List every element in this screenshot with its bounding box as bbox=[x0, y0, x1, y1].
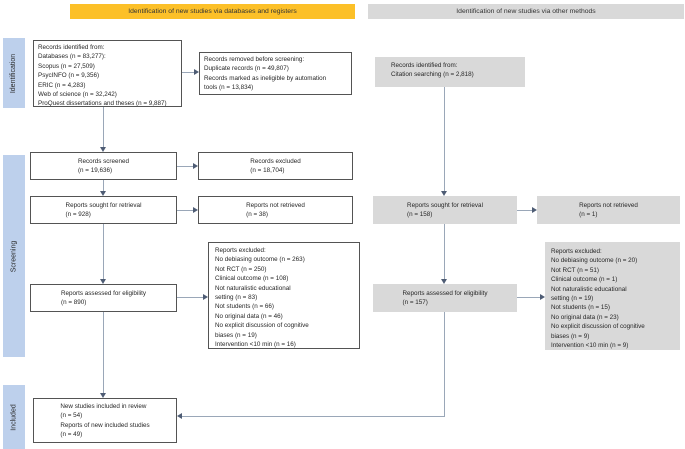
stage-included: Included bbox=[3, 385, 25, 449]
box-reports-excluded-other: Reports excluded: No debiasing outcome (… bbox=[545, 242, 680, 350]
banner-databases-label: Identification of new studies via databa… bbox=[128, 8, 297, 15]
arrowhead bbox=[100, 393, 106, 398]
box-records-excluded: Records excluded (n = 18,704) bbox=[198, 152, 353, 180]
arrowhead bbox=[100, 147, 106, 152]
connector-citation-to-sought bbox=[444, 87, 445, 191]
box-reports-assessed-databases: Reports assessed for eligibility (n = 89… bbox=[30, 284, 177, 312]
arrowhead bbox=[540, 294, 545, 300]
connector-identified-to-removed bbox=[182, 72, 195, 73]
stage-identification-label: Identification bbox=[10, 53, 18, 93]
arrowhead bbox=[203, 294, 208, 300]
box-records-removed: Records removed before screening: Duplic… bbox=[199, 52, 352, 95]
connector-sought-to-assessed-other bbox=[444, 224, 445, 279]
banner-other-methods: Identification of new studies via other … bbox=[368, 4, 684, 19]
arrowhead bbox=[177, 413, 182, 419]
connector-sought-to-assessed bbox=[103, 224, 104, 279]
box-citation-identified: Records identified from: Citation search… bbox=[375, 57, 525, 87]
records-screened-text: Records screened (n = 19,636) bbox=[77, 157, 130, 174]
connector-assessed-other-to-excluded bbox=[517, 297, 541, 298]
connector-assessed-to-excluded bbox=[177, 297, 204, 298]
arrowhead bbox=[193, 163, 198, 169]
reports-sought-other-text: Reports sought for retrieval (n = 158) bbox=[407, 201, 483, 218]
banner-databases-registers: Identification of new studies via databa… bbox=[70, 4, 355, 19]
reports-excluded-databases-text: Reports excluded: No debiasing outcome (… bbox=[215, 247, 309, 349]
stage-screening: Screening bbox=[3, 155, 25, 357]
box-reports-not-retrieved-other: Reports not retrieved (n = 1) bbox=[537, 196, 680, 224]
box-new-studies-included: New studies included in review (n = 54) … bbox=[33, 398, 177, 443]
records-identified-text: Records identified from: Databases (n = … bbox=[38, 44, 167, 107]
box-reports-not-retrieved-databases: Reports not retrieved (n = 38) bbox=[198, 196, 353, 224]
banner-other-methods-label: Identification of new studies via other … bbox=[456, 8, 596, 15]
connector-assessed-other-down bbox=[444, 312, 445, 417]
arrowhead bbox=[193, 207, 198, 213]
box-records-identified: Records identified from: Databases (n = … bbox=[33, 40, 182, 107]
connector-assessed-to-included bbox=[103, 312, 104, 393]
arrowhead bbox=[100, 191, 106, 196]
reports-sought-databases-text: Reports sought for retrieval (n = 928) bbox=[65, 201, 142, 218]
reports-not-retrieved-other-text: Reports not retrieved (n = 1) bbox=[579, 201, 638, 218]
arrowhead bbox=[441, 279, 447, 284]
arrowhead bbox=[194, 69, 199, 75]
connector-other-to-included bbox=[182, 416, 445, 417]
stage-included-label: Included bbox=[10, 403, 18, 431]
reports-assessed-other-text: Reports assessed for eligibility (n = 15… bbox=[402, 289, 488, 306]
arrowhead bbox=[100, 279, 106, 284]
connector-screened-to-sought bbox=[103, 180, 104, 191]
reports-assessed-databases-text: Reports assessed for eligibility (n = 89… bbox=[60, 289, 147, 306]
box-reports-excluded-databases: Reports excluded: No debiasing outcome (… bbox=[208, 242, 360, 349]
reports-not-retrieved-databases-text: Reports not retrieved (n = 38) bbox=[246, 201, 305, 218]
connector-sought-other-to-not-retrieved bbox=[517, 210, 533, 211]
box-reports-sought-other: Reports sought for retrieval (n = 158) bbox=[373, 196, 517, 224]
connector-screened-to-excluded bbox=[177, 166, 194, 167]
box-records-screened: Records screened (n = 19,636) bbox=[30, 152, 177, 180]
new-studies-included-text: New studies included in review (n = 54) … bbox=[60, 402, 150, 438]
reports-excluded-other-text: Reports excluded: No debiasing outcome (… bbox=[551, 248, 645, 350]
citation-identified-text: Records identified from: Citation search… bbox=[391, 62, 474, 79]
stage-identification: Identification bbox=[3, 38, 25, 108]
connector-identified-to-screened bbox=[103, 107, 104, 147]
records-removed-text: Records removed before screening: Duplic… bbox=[204, 56, 327, 92]
box-reports-sought-databases: Reports sought for retrieval (n = 928) bbox=[30, 196, 177, 224]
box-reports-assessed-other: Reports assessed for eligibility (n = 15… bbox=[373, 284, 517, 312]
arrowhead bbox=[532, 207, 537, 213]
records-excluded-text: Records excluded (n = 18,704) bbox=[250, 157, 301, 174]
connector-sought-to-not-retrieved bbox=[177, 210, 194, 211]
arrowhead bbox=[441, 191, 447, 196]
stage-screening-label: Screening bbox=[10, 240, 18, 272]
